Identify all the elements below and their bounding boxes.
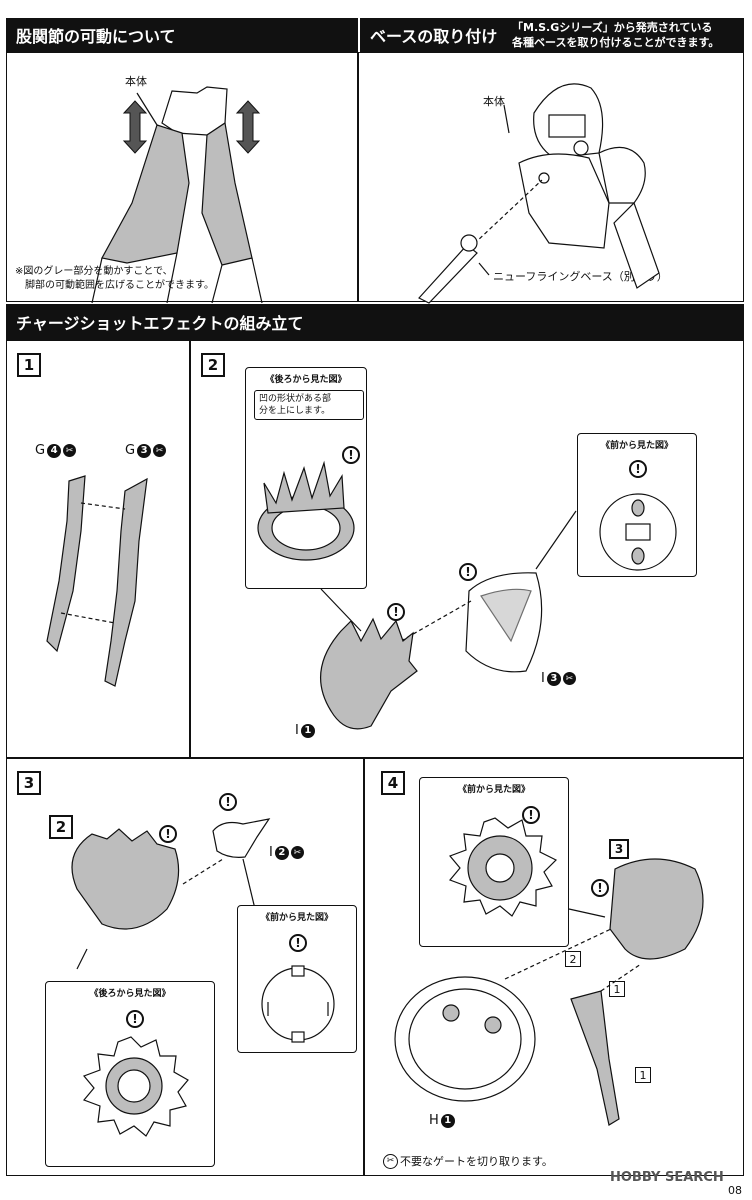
step4-ref-box-1a: 1	[609, 981, 625, 997]
step2-part-i1: I 1	[295, 723, 315, 738]
step2-panel: 2 《後ろから見た図》 凹の形状がある部 分を上にします。 ! 《前から見た図》…	[190, 340, 744, 758]
step1-parts-illustration	[46, 475, 148, 687]
step4-front-gear-illustration	[448, 817, 558, 917]
step4-part-h-num: 1	[440, 1113, 455, 1128]
step3-rear-gear-illustration	[82, 1036, 189, 1137]
step3-front-disc-illustration	[261, 965, 335, 1043]
step3-part-i2-letter: I	[269, 845, 273, 860]
step2-number: 2	[201, 353, 225, 377]
cut-icon: ✂	[383, 1153, 398, 1169]
exclamation-icon: !	[342, 446, 360, 464]
step3-part-i2-num: 2	[274, 845, 289, 860]
step2-part-i1-num: 1	[300, 723, 315, 738]
step4-panel: 4 《前から見た図》 ! 3 ! 2 1 1 H 1 ✂ 不要なゲートを切り取り…	[364, 758, 744, 1176]
step4-front-view-title: 《前から見た図》	[457, 785, 530, 795]
step1-part-g4-num: 4	[47, 443, 62, 458]
step1-part-g3-num: 3	[137, 443, 152, 458]
step2-part-i1-letter: I	[295, 723, 299, 738]
hip-legs-illustration	[91, 86, 263, 304]
exclamation-icon: !	[387, 603, 405, 621]
cut-icon: ✂	[290, 846, 304, 859]
base-header-desc: 「M.S.Gシリーズ」から発売されている 各種ベースを取り付けることができます。	[502, 18, 744, 52]
exclamation-icon: !	[591, 879, 609, 897]
exclamation-icon: !	[219, 793, 237, 811]
exclamation-icon: !	[522, 806, 540, 824]
step1-part-g3-letter: G	[125, 443, 136, 458]
step3-number: 3	[17, 771, 41, 795]
base-section-title: ベースの取り付け	[360, 18, 502, 52]
step2-front-disc-illustration	[599, 493, 677, 571]
base-robot-illustration	[418, 83, 660, 304]
step1-panel: 1 G 4 ✂ G 3 ✂	[6, 340, 190, 758]
step3-front-view-inset: 《前から見た図》 !	[237, 905, 357, 1053]
step2-rear-view-inset: 《後ろから見た図》 凹の形状がある部 分を上にします。 !	[245, 367, 367, 589]
hip-note-line1: ※図のグレー部分を動かすことで、	[15, 266, 173, 277]
step4-part-h-letter: H	[429, 1113, 439, 1128]
step3-assembly-illustration	[71, 818, 271, 970]
hip-panel: 本体 ※図のグレー部分を動かすことで、 脚部の可動範囲を広げることができます。	[6, 52, 358, 304]
hobby-search-watermark: HOBBY SEARCH	[610, 1170, 724, 1185]
exclamation-icon: !	[126, 1010, 144, 1028]
step2-part-i3-letter: I	[541, 671, 545, 686]
base-body-label: 本体	[483, 95, 505, 108]
base-panel: 本体 ニューフライングベース（別売り）	[358, 52, 744, 304]
step2-part-i3: I 3 ✂	[541, 671, 576, 686]
exclamation-icon: !	[159, 825, 177, 843]
base-stand-label: ニューフライングベース（別売り）	[493, 270, 668, 283]
step1-part-g3: G 3 ✂	[125, 443, 167, 458]
hip-note-line2: 脚部の可動範囲を広げることができます。	[25, 280, 214, 291]
step4-gate-note-text: 不要なゲートを切り取ります。	[400, 1155, 553, 1168]
base-desc-line2: 各種ベースを取り付けることができます。	[508, 35, 744, 50]
step3-panel: 3 2 ! ! I 2 ✂ 《前から見た図》 ! 《後ろから見た図》 !	[6, 758, 364, 1176]
step1-part-g4: G 4 ✂	[35, 443, 77, 458]
step2-rear-view-title: 《後ろから見た図》	[265, 375, 347, 385]
cut-icon: ✂	[153, 444, 167, 457]
step3-part-i2: I 2 ✂	[269, 845, 304, 860]
step4-part-h: H 1	[429, 1113, 455, 1128]
hip-body-label: 本体	[125, 75, 147, 88]
step2-part-i3-num: 3	[546, 671, 561, 686]
cut-icon: ✂	[562, 672, 576, 685]
step2-front-view-title: 《前から見た図》	[600, 441, 673, 451]
step1-part-g4-letter: G	[35, 443, 46, 458]
exclamation-icon: !	[289, 934, 307, 952]
step3-rear-view-inset: 《後ろから見た図》 !	[45, 981, 215, 1167]
step4-ref-box-2: 2	[565, 951, 581, 967]
base-desc-line1: 「M.S.Gシリーズ」から発売されている	[508, 20, 744, 35]
step2-rear-ring-illustration	[257, 460, 355, 561]
step3-front-view-title: 《前から見た図》	[260, 913, 333, 923]
step2-rear-note-line2: 分を上にします。	[259, 406, 331, 416]
step4-front-view-inset: 《前から見た図》 !	[419, 777, 569, 947]
step3-ref-box-2: 2	[49, 815, 73, 839]
charge-section-title: チャージショットエフェクトの組み立て	[6, 304, 744, 340]
step2-front-view-inset: 《前から見た図》 !	[577, 433, 697, 577]
step4-ref-box-3: 3	[609, 839, 629, 859]
cut-icon: ✂	[63, 444, 77, 457]
hip-section-title: 股関節の可動について	[6, 18, 358, 52]
exclamation-icon: !	[629, 460, 647, 478]
step2-rear-note: 凹の形状がある部 分を上にします。	[254, 390, 364, 420]
step3-rear-view-title: 《後ろから見た図》	[89, 989, 171, 999]
step2-rear-note-line1: 凹の形状がある部	[259, 394, 332, 404]
step1-number: 1	[17, 353, 41, 377]
step4-gate-note: ✂ 不要なゲートを切り取ります。	[383, 1153, 553, 1169]
step2-assembly-illustration	[320, 510, 577, 730]
step4-number: 4	[381, 771, 405, 795]
step4-ref-box-1b: 1	[635, 1067, 651, 1083]
exclamation-icon: !	[459, 563, 477, 581]
page-number: 08	[728, 1184, 742, 1197]
step4-assembly-illustration	[394, 858, 704, 1126]
hip-note: ※図のグレー部分を動かすことで、 脚部の可動範囲を広げることができます。	[15, 265, 214, 293]
